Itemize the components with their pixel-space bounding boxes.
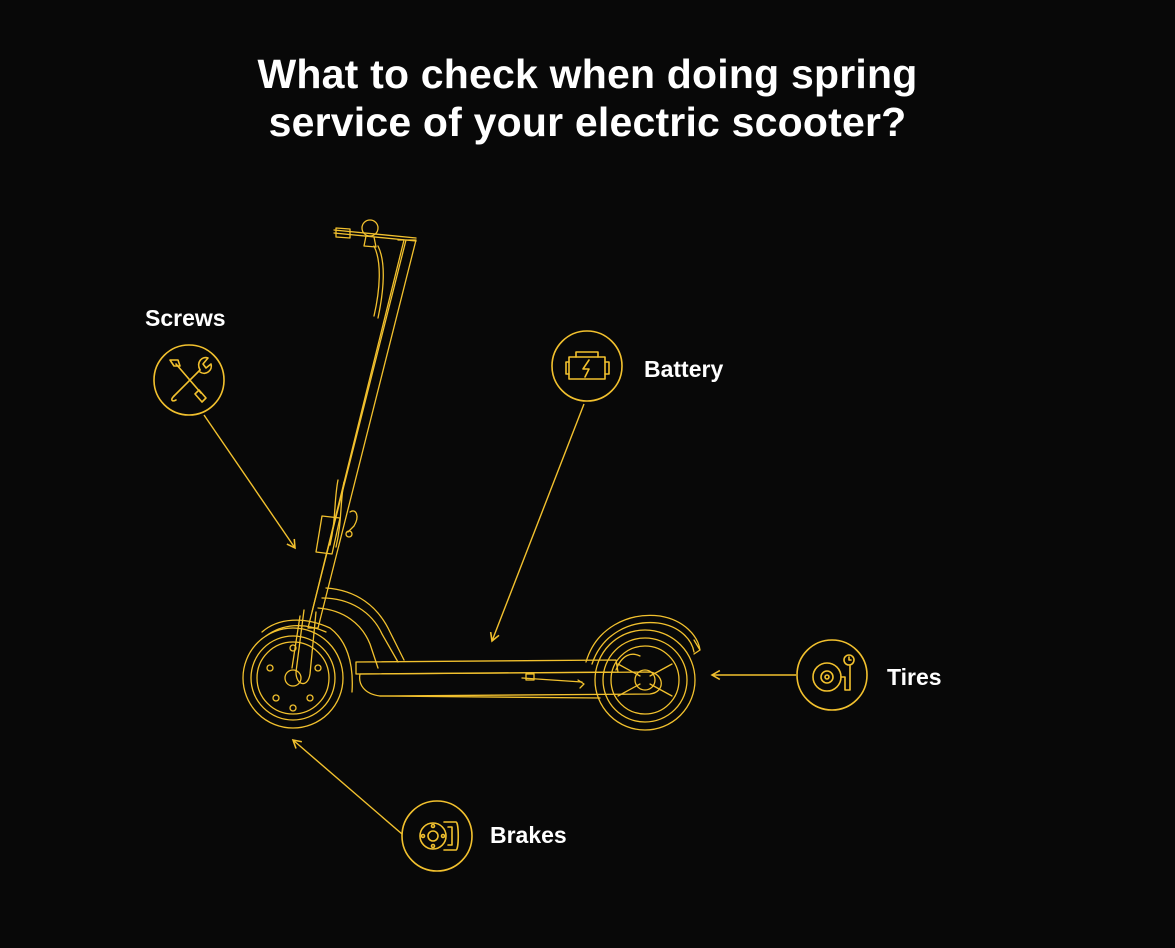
arrow-brakes bbox=[291, 738, 403, 835]
label-brakes: Brakes bbox=[490, 822, 567, 848]
stem bbox=[307, 239, 417, 629]
front-fork bbox=[261, 609, 353, 693]
deck bbox=[355, 659, 662, 699]
label-tires: Tires bbox=[887, 664, 942, 690]
battery-engine-icon bbox=[551, 330, 623, 402]
tools-icon bbox=[153, 344, 225, 416]
handlebar bbox=[333, 219, 417, 319]
page-title-line-2: service of your electric scooter? bbox=[268, 99, 907, 145]
label-battery: Battery bbox=[644, 356, 724, 382]
page-title: What to check when doing spring service … bbox=[0, 50, 1175, 146]
frame-neck bbox=[317, 587, 405, 669]
arrow-battery bbox=[489, 403, 585, 643]
rear-fender bbox=[585, 614, 701, 665]
disc-brake-icon bbox=[401, 800, 473, 872]
rear-wheel bbox=[594, 629, 696, 731]
front-wheel bbox=[242, 627, 344, 729]
tire-pressure-icon bbox=[796, 639, 868, 711]
arrow-screws bbox=[203, 414, 296, 550]
callout-arrows bbox=[203, 403, 796, 835]
label-screws: Screws bbox=[145, 305, 226, 331]
scooter-illustration bbox=[242, 219, 701, 731]
page-title-line-1: What to check when doing spring bbox=[257, 51, 918, 97]
